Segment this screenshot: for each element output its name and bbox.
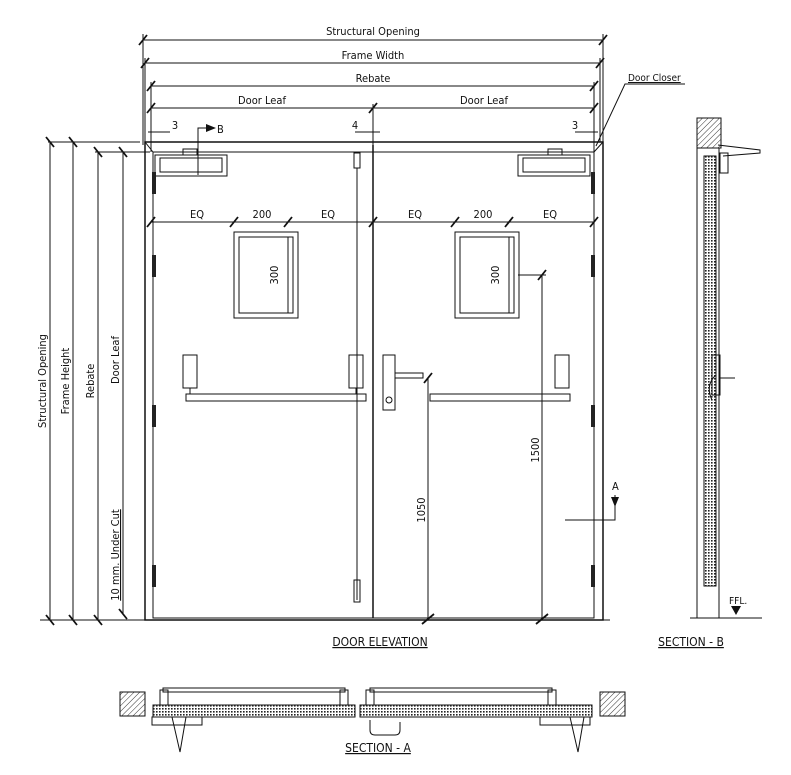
dim-gap-right: 3: [572, 119, 578, 132]
hinges: [152, 172, 595, 587]
dim-eq-4: EQ: [543, 208, 557, 221]
panic-bar-left: [182, 354, 367, 402]
section-marker-b: B: [217, 123, 224, 136]
dim-rebate: Rebate: [356, 72, 391, 85]
vision-panel-right: [454, 231, 520, 319]
dim-window-height-1: 300: [268, 266, 281, 285]
door-closer-right: [517, 148, 591, 177]
dim-frame-height: Frame Height: [59, 348, 72, 415]
section-a-title: SECTION - A: [345, 741, 411, 755]
dim-under-cut: 10 mm. Under Cut: [109, 509, 122, 601]
dim-handle-height: 1050: [415, 497, 428, 522]
lever-handle: [382, 354, 424, 411]
section-b: FFL. SECTION - B: [658, 117, 762, 649]
dim-gap-left: 3: [172, 119, 178, 132]
dim-eq-2: EQ: [321, 208, 335, 221]
dim-structural-opening: Structural Opening: [326, 25, 420, 38]
vision-panel-left: [233, 231, 299, 319]
side-dimensions: Structural Opening Frame Height Rebate D…: [36, 136, 150, 626]
panic-bar-right: [429, 354, 571, 402]
dim-side-door-leaf: Door Leaf: [109, 336, 122, 384]
dim-door-leaf-right: Door Leaf: [460, 94, 508, 107]
dim-door-leaf-left: Door Leaf: [238, 94, 286, 107]
dim-window-width-1: 200: [253, 208, 272, 221]
dim-frame-width: Frame Width: [342, 49, 405, 62]
dim-panel-height: 1500: [529, 437, 542, 462]
section-a: SECTION - A: [119, 687, 626, 755]
door-closer-left: [154, 148, 228, 177]
door-elevation-title: DOOR ELEVATION: [332, 635, 427, 649]
door-closer-label: Door Closer: [628, 73, 681, 84]
ffl-label: FFL.: [729, 596, 747, 607]
dim-window-width-2: 200: [474, 208, 493, 221]
dim-eq-1: EQ: [190, 208, 204, 221]
dim-gap-center: 4: [352, 119, 358, 132]
dim-window-height-2: 300: [489, 266, 502, 285]
section-marker-a: A: [612, 480, 619, 493]
dim-eq-3: EQ: [408, 208, 422, 221]
top-dimensions: Structural Opening Frame Width Rebate Do…: [138, 25, 685, 175]
dim-side-structural-opening: Structural Opening: [36, 334, 49, 428]
dim-side-rebate: Rebate: [84, 364, 97, 399]
door-elevation: EQ 200 EQ EQ 200 EQ 300 300 1050 1500 A: [40, 141, 619, 625]
section-b-title: SECTION - B: [658, 635, 724, 649]
